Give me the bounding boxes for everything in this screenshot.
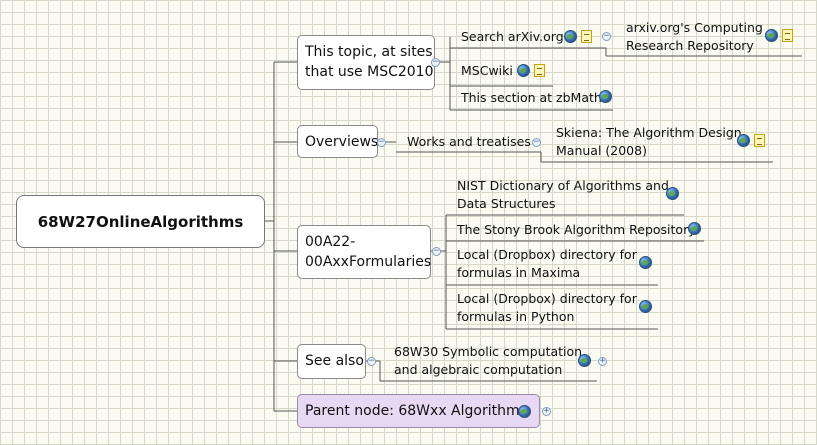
leaf-mscwiki-icons — [517, 64, 545, 77]
collapse-toggle-icon[interactable]: − — [431, 57, 440, 67]
leaf-stony-brook-label: The Stony Brook Algorithm Repository — [457, 222, 696, 237]
globe-icon[interactable] — [737, 134, 750, 147]
leaf-arxiv-computing-icons — [765, 29, 793, 42]
leaf-symbolic-line1: 68W30 Symbolic computation — [394, 344, 583, 359]
topic-see-also[interactable]: See also — [297, 344, 366, 379]
globe-icon[interactable] — [518, 405, 531, 418]
leaf-maxima-icons — [639, 256, 652, 269]
leaf-zbmath-label: This section at zbMath — [461, 90, 602, 105]
topic-msc2010-line2: that use MSC2010 — [305, 64, 434, 80]
collapse-toggle-icon[interactable]: − — [532, 137, 541, 147]
leaf-symbolic-line2: and algebraic computation — [394, 362, 563, 377]
expand-toggle-icon[interactable]: + — [542, 406, 551, 416]
leaf-nist-icons — [666, 187, 679, 200]
leaf-skiena-line1: Skiena: The Algorithm Design — [556, 125, 742, 140]
leaf-mscwiki[interactable]: MSCwiki — [461, 62, 513, 80]
topic-parent-node-label: Parent node: 68Wxx Algorithms — [305, 403, 527, 419]
globe-icon[interactable] — [578, 354, 591, 367]
globe-icon[interactable] — [639, 256, 652, 269]
topic-overviews[interactable]: Overviews — [297, 125, 378, 158]
leaf-search-arxiv-icons — [564, 30, 592, 43]
note-icon[interactable] — [754, 134, 765, 147]
leaf-skiena-line2: Manual (2008) — [556, 143, 647, 158]
leaf-symbolic-icons — [578, 354, 591, 367]
topic-msc2010-sites[interactable]: This topic, at sites that use MSC2010 — [297, 35, 435, 90]
topic-overviews-label: Overviews — [305, 134, 379, 150]
expand-toggle-icon[interactable]: + — [598, 356, 607, 366]
central-topic-label: 68W27OnlineAlgorithms — [37, 212, 244, 231]
collapse-toggle-icon[interactable]: − — [377, 137, 386, 147]
topic-formularies-line1: 00A22- — [305, 234, 356, 250]
globe-icon[interactable] — [765, 29, 778, 42]
leaf-works-treatises[interactable]: Works and treatises — [407, 133, 531, 151]
leaf-python-line2: formulas in Python — [457, 309, 575, 324]
leaf-python-icons — [639, 300, 652, 313]
central-topic[interactable]: 68W27OnlineAlgorithms — [16, 195, 265, 248]
leaf-python-line1: Local (Dropbox) directory for — [457, 291, 637, 306]
leaf-zbmath-icons — [599, 90, 612, 103]
topic-msc2010-line1: This topic, at sites — [305, 44, 433, 60]
topic-parent-node[interactable]: Parent node: 68Wxx Algorithms — [297, 394, 540, 428]
leaf-arxiv-computing-repo[interactable]: arxiv.org's Computing Research Repositor… — [626, 19, 763, 55]
leaf-nist-line1: NIST Dictionary of Algorithms and — [457, 178, 669, 193]
globe-icon[interactable] — [517, 64, 530, 77]
leaf-search-arxiv-label: Search arXiv.org — [461, 29, 564, 44]
note-icon[interactable] — [782, 29, 793, 42]
leaf-arxiv-line1: arxiv.org's Computing — [626, 20, 763, 35]
leaf-symbolic-computation[interactable]: 68W30 Symbolic computation and algebraic… — [394, 343, 582, 379]
leaf-maxima-line2: formulas in Maxima — [457, 265, 581, 280]
topic-formularies[interactable]: 00A22- 00AxxFormularies — [297, 225, 431, 279]
topic-formularies-line2: 00AxxFormularies — [305, 254, 432, 270]
leaf-skiena-icons — [737, 134, 765, 147]
leaf-mscwiki-label: MSCwiki — [461, 63, 513, 78]
collapse-toggle-icon[interactable]: − — [367, 356, 376, 366]
globe-icon[interactable] — [599, 90, 612, 103]
topic-see-also-label: See also — [305, 353, 364, 369]
leaf-arxiv-line2: Research Repository — [626, 38, 754, 53]
globe-icon[interactable] — [639, 300, 652, 313]
globe-icon[interactable] — [666, 187, 679, 200]
leaf-stony-brook[interactable]: The Stony Brook Algorithm Repository — [457, 221, 696, 239]
leaf-maxima-line1: Local (Dropbox) directory for — [457, 247, 637, 262]
leaf-dropbox-python[interactable]: Local (Dropbox) directory for formulas i… — [457, 290, 637, 326]
globe-icon[interactable] — [688, 222, 701, 235]
leaf-search-arxiv[interactable]: Search arXiv.org — [461, 28, 564, 46]
leaf-stony-brook-icons — [688, 222, 701, 235]
leaf-nist-dictionary[interactable]: NIST Dictionary of Algorithms and Data S… — [457, 177, 669, 213]
leaf-dropbox-maxima[interactable]: Local (Dropbox) directory for formulas i… — [457, 246, 637, 282]
note-icon[interactable] — [581, 30, 592, 43]
note-icon[interactable] — [534, 64, 545, 77]
leaf-works-treatises-label: Works and treatises — [407, 134, 531, 149]
leaf-skiena[interactable]: Skiena: The Algorithm Design Manual (200… — [556, 124, 742, 160]
collapse-toggle-icon[interactable]: − — [602, 31, 611, 41]
collapse-toggle-icon[interactable]: − — [432, 246, 441, 256]
leaf-nist-line2: Data Structures — [457, 196, 556, 211]
leaf-zbmath[interactable]: This section at zbMath — [461, 89, 602, 107]
globe-icon[interactable] — [564, 30, 577, 43]
